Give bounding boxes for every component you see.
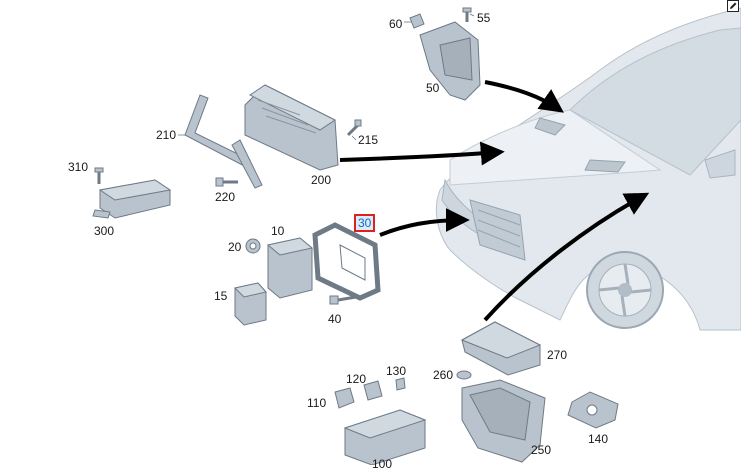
part-10-module (266, 237, 314, 299)
callout-50[interactable]: 50 (426, 81, 440, 95)
callout-15[interactable]: 15 (214, 289, 228, 303)
part-60-clip (409, 13, 425, 29)
part-210-bracket (184, 94, 263, 189)
callout-310[interactable]: 310 (68, 160, 89, 174)
callout-260[interactable]: 260 (433, 368, 454, 382)
part-130-fuse (395, 377, 406, 391)
callout-200[interactable]: 200 (311, 173, 332, 187)
part-20-nut (245, 238, 261, 254)
part-15-module (233, 282, 267, 326)
callout-120[interactable]: 120 (346, 372, 367, 386)
callout-140[interactable]: 140 (588, 432, 609, 446)
callout-100[interactable]: 100 (372, 457, 393, 471)
part-250-box (461, 379, 546, 463)
callout-210[interactable]: 210 (156, 128, 177, 142)
part-50-bracket (419, 21, 481, 101)
callout-55[interactable]: 55 (477, 11, 491, 25)
callout-110[interactable]: 110 (307, 396, 327, 410)
vehicle-silhouette (435, 7, 741, 331)
callout-20[interactable]: 20 (228, 240, 242, 254)
part-55-screw (462, 7, 472, 22)
part-40-bolt (329, 295, 357, 305)
callout-250[interactable]: 250 (531, 443, 552, 457)
part-100-fusebox (343, 409, 427, 466)
callout-220[interactable]: 220 (215, 190, 236, 204)
callout-40[interactable]: 40 (328, 312, 342, 326)
part-200-unit (244, 84, 339, 171)
callout-60[interactable]: 60 (389, 17, 403, 31)
edit-icon[interactable] (727, 0, 739, 12)
callout-215[interactable]: 215 (358, 133, 379, 147)
part-120-relay (363, 380, 383, 401)
part-300-module (92, 179, 172, 219)
part-30-bracket (312, 222, 381, 301)
leader-lines (178, 13, 475, 141)
callout-30-highlighted[interactable]: 30 (354, 214, 376, 232)
part-215-bolt (346, 119, 362, 137)
callout-130[interactable]: 130 (386, 364, 407, 378)
part-310-screw (94, 167, 104, 184)
part-270-cover (460, 321, 542, 376)
part-110-relay (334, 387, 355, 409)
callout-270[interactable]: 270 (547, 348, 568, 362)
callout-300[interactable]: 300 (94, 224, 115, 238)
part-220-bolt (215, 177, 238, 187)
part-140-bracket (567, 391, 619, 429)
part-260-clip (456, 370, 472, 380)
pointer-arrows (339, 80, 650, 322)
callout-10[interactable]: 10 (271, 224, 285, 238)
